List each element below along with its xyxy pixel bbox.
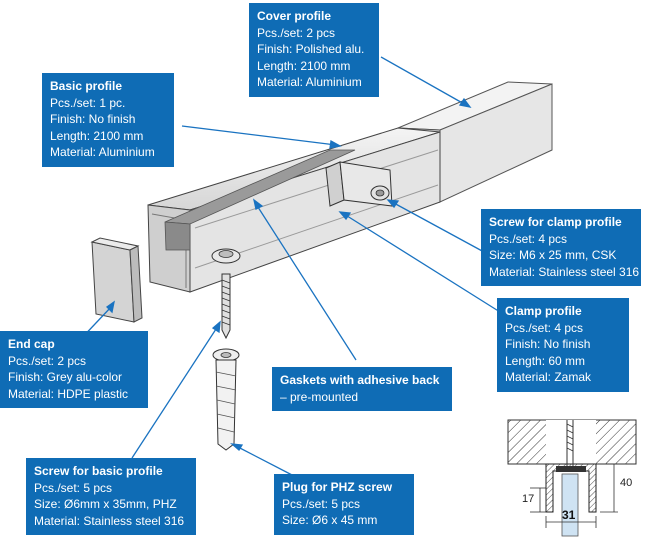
- callout-line: Material: Aluminium: [50, 145, 155, 159]
- dimension-31: 31: [562, 508, 576, 522]
- callout-line: Finish: No finish: [50, 112, 136, 126]
- callout-line: Material: HDPE plastic: [8, 386, 129, 401]
- callout-cover-profile: Cover profile Pcs./set: 2 pcs Finish: Po…: [249, 3, 379, 97]
- callout-line: Size: M6 x 25 mm, CSK: [489, 248, 617, 262]
- callout-line: Length: 60 mm: [505, 353, 586, 368]
- callout-title: Screw for basic profile: [34, 464, 163, 478]
- callout-title: Plug for PHZ screw: [282, 480, 393, 494]
- callout-title: Basic profile: [50, 79, 123, 93]
- callout-plug: Plug for PHZ screw Pcs./set: 5 pcs Size:…: [274, 474, 414, 535]
- callout-line: Length: 2100 mm: [257, 58, 351, 73]
- callout-line: – pre-mounted: [280, 389, 359, 404]
- callout-line: Pcs./set: 2 pcs: [257, 25, 336, 40]
- end-cap-part: [90, 237, 143, 323]
- dimension-40: 40: [620, 477, 632, 489]
- callout-line: Finish: No finish: [505, 337, 591, 351]
- callout-line: Size: Ø6 x 45 mm: [282, 513, 378, 527]
- callout-title: Screw for clamp profile: [489, 215, 622, 229]
- callout-title: Cover profile: [257, 9, 332, 23]
- callout-basic-profile: Basic profile Pcs./set: 1 pc. Finish: No…: [42, 73, 174, 167]
- callout-clamp-profile: Clamp profile Pcs./set: 4 pcs Finish: No…: [497, 298, 629, 392]
- callout-line: Pcs./set: 1 pc.: [50, 95, 126, 110]
- callout-title: End cap: [8, 337, 55, 351]
- callout-line: Finish: Polished alu.: [257, 42, 365, 56]
- callout-line: Material: Zamak: [505, 370, 592, 384]
- callout-line: Pcs./set: 4 pcs: [489, 231, 568, 246]
- callout-screw-clamp-profile: Screw for clamp profile Pcs./set: 4 pcs …: [481, 209, 641, 286]
- callout-end-cap: End cap Pcs./set: 2 pcs Finish: Grey alu…: [0, 331, 148, 408]
- dimension-17: 17: [522, 493, 534, 505]
- callout-line: Material: Stainless steel 316: [34, 513, 185, 528]
- callout-title: Clamp profile: [505, 304, 582, 318]
- callout-line: Material: Aluminium: [257, 75, 362, 89]
- callout-line: Pcs./set: 2 pcs: [8, 353, 87, 368]
- callout-line: Pcs./set: 4 pcs: [505, 320, 584, 335]
- callout-line: Material: Stainless steel 316: [489, 264, 640, 279]
- section-detail: 40 17 31: [507, 419, 637, 537]
- callout-line: Pcs./set: 5 pcs: [34, 480, 113, 495]
- plug-part: [212, 348, 240, 451]
- callout-screw-basic-profile: Screw for basic profile Pcs./set: 5 pcs …: [26, 458, 196, 535]
- callout-line: Length: 2100 mm: [50, 128, 144, 143]
- basic-profile-part: [147, 127, 441, 293]
- leader-lines: [77, 56, 501, 477]
- callout-line: Pcs./set: 5 pcs: [282, 496, 361, 511]
- basic-profile-screw-part: [221, 273, 231, 340]
- callout-line: Finish: Grey alu-color: [8, 370, 123, 384]
- callout-line: Size: Ø6mm x 35mm, PHZ: [34, 497, 177, 511]
- callout-gaskets: Gaskets with adhesive back – pre-mounted: [272, 367, 452, 411]
- callout-title: Gaskets with adhesive back: [280, 373, 440, 387]
